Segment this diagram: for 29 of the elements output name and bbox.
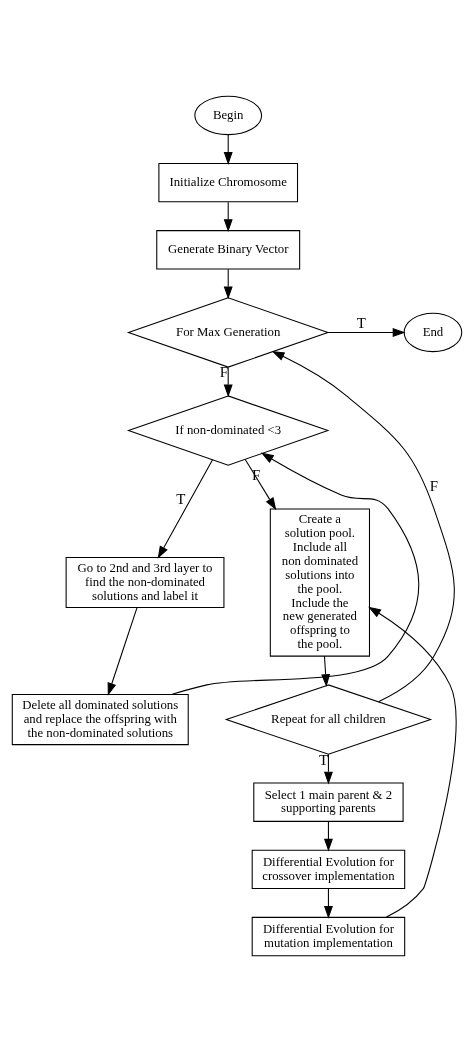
arrow (223, 201, 233, 233)
node-box: Select 1 main parent & 2 supporting parents (253, 782, 404, 822)
node-ellipse: End (403, 312, 463, 353)
node-box: Go to 2nd and 3rd layer to find the non-dominated solutions and label it (65, 556, 225, 609)
arrow (323, 753, 333, 785)
edge-label: T (176, 491, 186, 508)
arrow (107, 607, 138, 696)
arrow (323, 888, 333, 919)
arrow (323, 821, 333, 852)
node-box: Differential Evolution for crossover implementation (251, 849, 406, 890)
edge-label: T (356, 315, 366, 332)
node-diamond: For Max Generation (126, 297, 330, 368)
arrow (368, 606, 457, 918)
arrow (271, 350, 455, 703)
arrow (244, 458, 277, 511)
node-box: Differential Evolution for mutation implementation (251, 916, 406, 957)
arrow (223, 134, 233, 165)
arrow (223, 366, 233, 398)
node-box: Delete all dominated solutions and replace the offspring with the non-dominated solutions (11, 693, 189, 746)
node-ellipse: Begin (194, 95, 263, 136)
node-diamond: Repeat for all children (224, 684, 433, 755)
edge-label: F (429, 478, 439, 495)
node-box: Initialize Chromosome (158, 162, 299, 203)
arrow (327, 327, 406, 337)
node-box: Generate Binary Vector (156, 230, 301, 270)
arrow (157, 459, 214, 559)
node-box: Create a solution pool. Include all non dominated solutions into the pool. Include the new generated offspring to the pool. (269, 508, 371, 657)
arrow (321, 655, 331, 688)
arrow (171, 452, 420, 695)
